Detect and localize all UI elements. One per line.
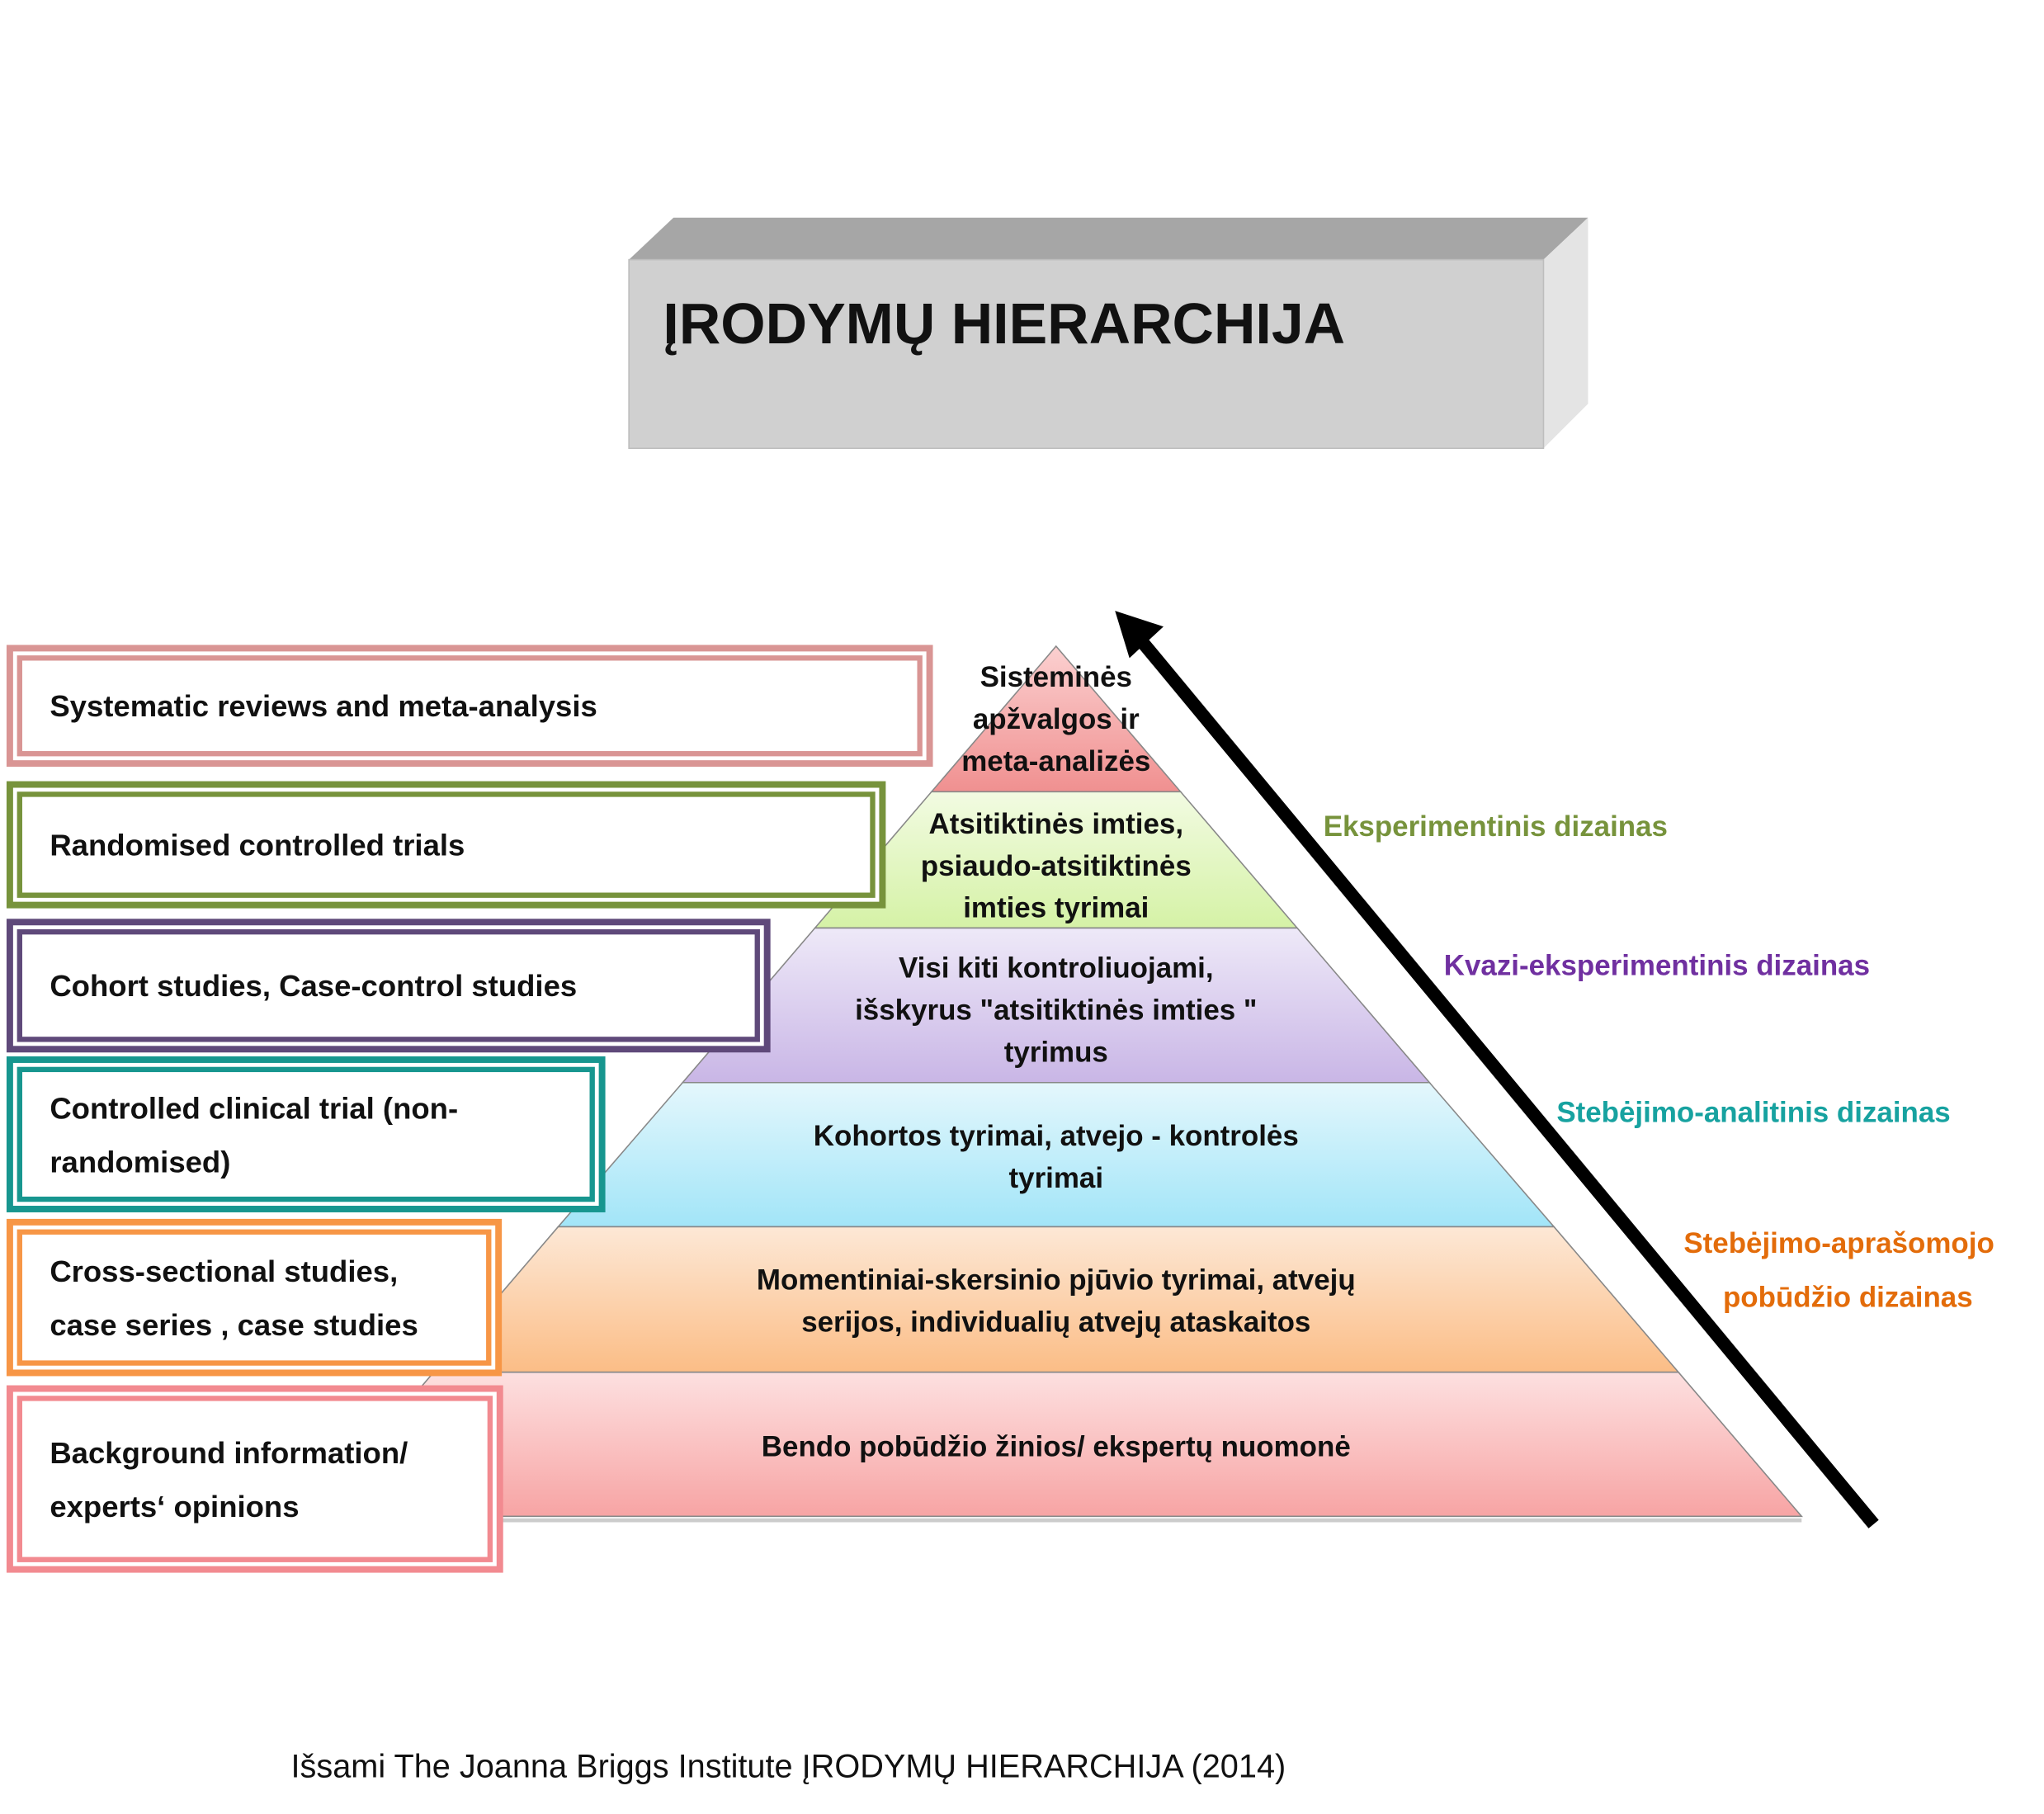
box-body xyxy=(21,934,755,1037)
study-box-2: Randomised controlled trials xyxy=(6,781,886,909)
pyramid-label-line: serijos, individualių atvejų ataskaitos xyxy=(801,1306,1310,1338)
pyramid-label-line: tyrimai xyxy=(1009,1162,1104,1194)
design-label: Eksperimentinis dizainas xyxy=(1324,810,1668,843)
study-box-4: Controlled clinical trial (non-randomise… xyxy=(6,1056,606,1212)
design-label: pobūdžio dizainas xyxy=(1723,1281,1973,1313)
page-title: ĮRODYMŲ HIERARCHIJA xyxy=(663,291,1345,356)
title-box: ĮRODYMŲ HIERARCHIJA xyxy=(628,217,1588,450)
box-body xyxy=(21,1072,590,1197)
design-label: Stebėjimo-analitinis dizainas xyxy=(1556,1096,1950,1128)
pyramid-label-line: Atsitiktinės imties, xyxy=(928,808,1183,840)
pyramid-label-line: imties tyrimai xyxy=(963,892,1149,924)
title-box-top xyxy=(629,217,1588,260)
pyramid-label-line: Momentiniai-skersinio pjūvio tyrimai, at… xyxy=(757,1264,1356,1297)
design-label: Stebėjimo-aprašomojo xyxy=(1683,1227,1994,1259)
pyramid-label-line: psiaudo-atsitiktinės xyxy=(921,850,1192,882)
box-body xyxy=(21,796,871,893)
pyramid-label-line: Bendo pobūdžio žinios/ ekspertų nuomonė xyxy=(762,1430,1351,1462)
pyramid-label-line: Sisteminės xyxy=(980,661,1132,693)
title-box-front xyxy=(628,258,1545,450)
study-box-label: Randomised controlled trials xyxy=(50,828,465,862)
pyramid-labels: Sisteminės apžvalgos ir meta-analizėsAtsit… xyxy=(757,661,1356,1462)
box-body xyxy=(21,1234,487,1361)
arrow-head-icon xyxy=(1115,611,1164,659)
study-box-label: Cohort studies, Case-control studies xyxy=(50,969,577,1003)
pyramid-label-line: Visi kiti kontroliuojami, xyxy=(899,952,1214,985)
design-label: Kvazi-eksperimentinis dizainas xyxy=(1444,950,1870,982)
study-box-label: Controlled clinical trial (non- xyxy=(50,1091,458,1125)
source-footer: Išsami The Joanna Briggs Institute ĮRODY… xyxy=(290,1748,1286,1784)
study-box-3: Cohort studies, Case-control studies xyxy=(6,919,771,1053)
pyramid-label-line: meta-analizės xyxy=(961,745,1150,777)
study-box-label: Cross-sectional studies, xyxy=(50,1254,398,1288)
study-box-label: randomised) xyxy=(50,1146,230,1179)
pyramid-label-line: apžvalgos ir xyxy=(973,703,1140,735)
design-labels: Eksperimentinis dizainasKvazi-eksperimen… xyxy=(1324,810,1994,1313)
study-box-6: Background information/experts‘ opinions xyxy=(6,1385,503,1573)
evidence-strength-arrow xyxy=(1115,611,1879,1528)
study-type-boxes: Systematic reviews and meta-analysisRand… xyxy=(6,645,933,1573)
pyramid-label-line: Kohortos tyrimai, atvejo - kontrolės xyxy=(814,1120,1299,1152)
study-box-label: case series , case studies xyxy=(50,1308,418,1342)
pyramid-layer-4 xyxy=(556,1081,1555,1228)
pyramid-layer-5 xyxy=(432,1226,1680,1373)
pyramid: Sisteminės apžvalgos ir meta-analizėsAtsit… xyxy=(309,645,1803,1523)
pyramid-label-line: tyrimus xyxy=(1004,1036,1108,1068)
pyramid-label-line: išskyrus "atsitiktinės imties " xyxy=(855,994,1257,1027)
box-body xyxy=(21,660,918,752)
study-box-1: Systematic reviews and meta-analysis xyxy=(6,645,933,768)
title-box-side xyxy=(1543,217,1588,449)
study-box-5: Cross-sectional studies, case series , ca… xyxy=(6,1218,503,1377)
study-box-label: Background information/ xyxy=(50,1436,408,1470)
study-box-label: experts‘ opinions xyxy=(50,1490,299,1523)
box-body xyxy=(21,1401,488,1557)
study-box-label: Systematic reviews and meta-analysis xyxy=(50,689,597,723)
arrow-shaft xyxy=(1137,638,1879,1528)
